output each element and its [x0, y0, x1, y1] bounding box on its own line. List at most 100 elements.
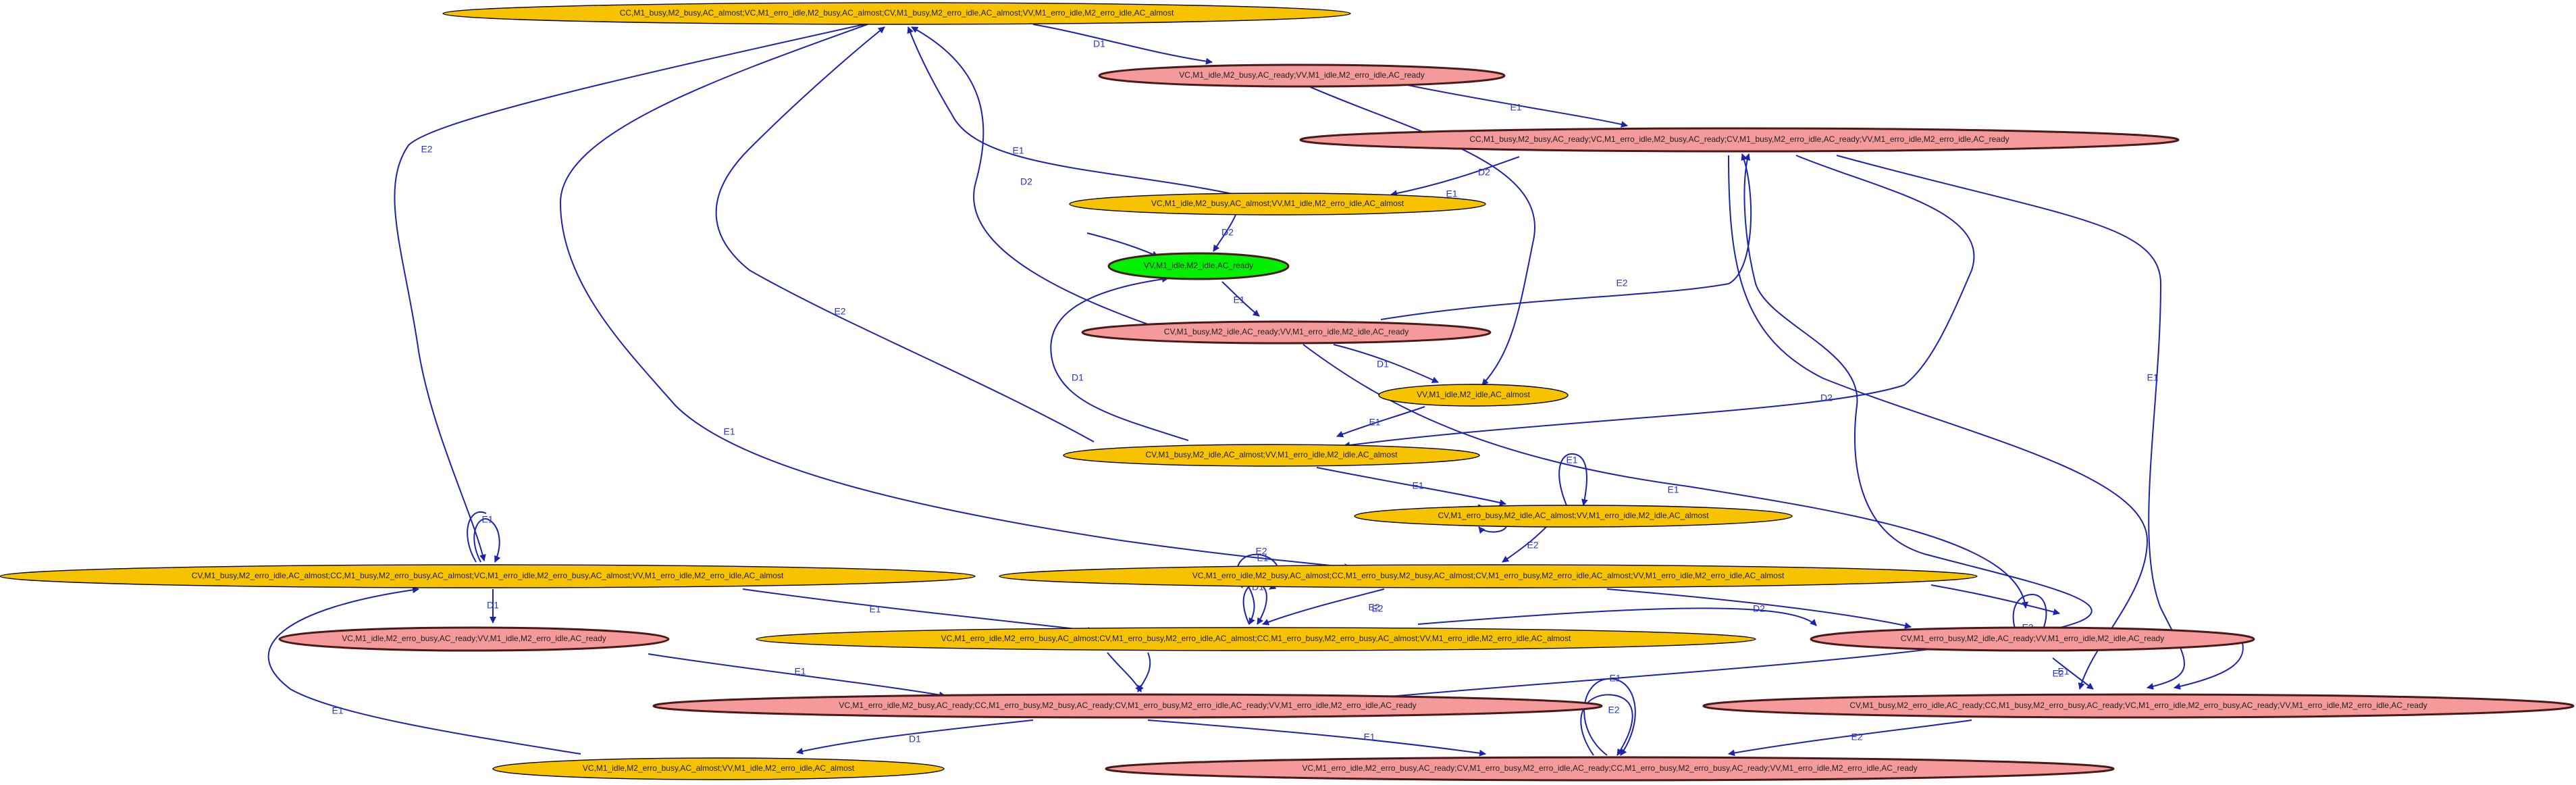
- edge-label: D2: [1478, 167, 1490, 178]
- edge-label: E1: [1369, 417, 1380, 428]
- edge-n10-self: [473, 518, 501, 563]
- edge-label: E2: [1368, 602, 1379, 613]
- edge-n18-self-b: [1580, 694, 1633, 756]
- state-node[interactable]: CV,M1_erro_busy,M2_idle,AC_ready;VV,M1_e…: [1810, 626, 2255, 652]
- edge-n1-n2: [1032, 24, 1213, 65]
- state-node[interactable]: CV,M1_busy,M2_erro_idle,AC_almost;CC,M1_…: [0, 564, 976, 588]
- edge-n8-n5: [1050, 276, 1189, 441]
- state-node[interactable]: CC,M1_busy,M2_busy,AC_almost;VC,M1_erro_…: [442, 2, 1351, 25]
- edge-n8-n1: [715, 26, 1095, 442]
- state-node-shape: [1107, 252, 1290, 280]
- edge-n6-n7: [1333, 344, 1439, 383]
- edge-n9-self: [1558, 453, 1588, 506]
- state-node[interactable]: VV,M1_idle,M2_idle,AC_almost: [1378, 384, 1569, 407]
- state-node-shape: [1081, 320, 1492, 345]
- edges: D1 E1 E2 D2 E1 D2 E1 D2: [267, 24, 2244, 757]
- edge-n3-n8: [1343, 155, 1975, 449]
- edge-label: D1: [1072, 372, 1084, 383]
- state-node[interactable]: VC,M1_erro_idle,M2_erro_busy,AC_almost;C…: [756, 627, 1756, 651]
- state-node[interactable]: CV,M1_busy,M2_idle,AC_ready;VV,M1_erro_i…: [1081, 320, 1492, 345]
- state-node-shape: [492, 757, 945, 780]
- state-node-shape: [442, 2, 1351, 25]
- state-node-label: VC,M1_erro_idle,M2_busy,AC_ready;CC,M1_e…: [839, 701, 1416, 710]
- edge-n2-n3: [1404, 84, 1628, 128]
- state-node-label: VC,M1_erro_idle,M2_busy,AC_almost;CC,M1_…: [1192, 571, 1785, 580]
- edge-label: E2: [1527, 540, 1538, 551]
- state-node-shape: [1299, 127, 2180, 153]
- edge-label: D2: [1020, 176, 1032, 187]
- edge-n16-n3: [1350, 153, 2093, 701]
- edge-n3-n14: [1728, 155, 2149, 690]
- state-node-shape: [652, 693, 1603, 719]
- state-node-shape: [1354, 505, 1793, 528]
- edge-label: D1: [1377, 359, 1389, 370]
- edge-n15-n18: [1728, 719, 1972, 757]
- edge-label: E1: [869, 604, 880, 615]
- state-node-label: VC,M1_idle,M2_busy,AC_almost;VV,M1_idle,…: [1151, 199, 1404, 208]
- edge-label: D1: [1093, 39, 1105, 49]
- initial-arrow: [1086, 232, 1159, 257]
- state-node-shape: [1702, 693, 2575, 719]
- state-node[interactable]: VC,M1_idle,M2_busy,AC_almost;VV,M1_idle,…: [1069, 193, 1486, 216]
- edge-n5-n6: [1221, 281, 1260, 317]
- state-node-shape: [1378, 384, 1569, 407]
- edge-label: D1: [909, 734, 921, 744]
- edge-label: E1: [481, 514, 493, 525]
- state-node-shape: [1105, 756, 2115, 782]
- state-node[interactable]: CV,M1_busy,M2_erro_idle,AC_ready;CC,M1_b…: [1702, 693, 2575, 719]
- state-node-label: VC,M1_idle,M2_erro_busy,AC_almost;VV,M1_…: [583, 763, 855, 773]
- edge-label: E2: [421, 144, 432, 155]
- edge-n12-n16: [648, 653, 946, 699]
- edge-label: E1: [1412, 480, 1423, 491]
- state-node[interactable]: VC,M1_idle,M2_busy,AC_ready;VV,M1_idle,M…: [1098, 64, 1506, 88]
- edge-n6-n1: [911, 26, 1149, 325]
- state-node-label: VV,M1_idle,M2_idle,AC_ready: [1144, 261, 1253, 270]
- edge-n1-n11: [559, 24, 1351, 571]
- edge-label: D2: [1221, 227, 1234, 238]
- edge-n11-n13-b: [1262, 588, 1385, 626]
- edge-n1-n10: [394, 24, 865, 561]
- state-node-label: VC,M1_idle,M2_busy,AC_ready;VV,M1_idle,M…: [1179, 70, 1425, 80]
- state-node[interactable]: VC,M1_idle,M2_erro_busy,AC_almost;VV,M1_…: [492, 757, 945, 780]
- edge-n17-n10: [267, 586, 581, 755]
- state-node-label: CV,M1_busy,M2_erro_idle,AC_ready;CC,M1_b…: [1849, 701, 2427, 710]
- edge-label: E1: [1510, 102, 1521, 113]
- edge-label: E2: [1371, 603, 1383, 614]
- edge-n13-n14: [1930, 584, 2060, 615]
- state-node-label: CV,M1_busy,M2_idle,AC_ready;VV,M1_erro_i…: [1164, 327, 1409, 336]
- edge-label: E2: [2052, 668, 2064, 679]
- state-node-label: VC,M1_idle,M2_erro_busy,AC_ready;VV,M1_i…: [342, 634, 606, 643]
- state-node[interactable]: VC,M1_idle,M2_erro_busy,AC_ready;VV,M1_i…: [278, 626, 670, 652]
- edge-label: E1: [1667, 484, 1679, 495]
- edge-n4-n5: [1213, 214, 1236, 252]
- state-node[interactable]: VC,M1_erro_idle,M2_busy,AC_almost;CC,M1_…: [999, 564, 1978, 588]
- edge-n14-n15: [2052, 657, 2094, 690]
- edge-n18-self: [1583, 678, 1636, 756]
- edge-n13-n14-b: [1417, 607, 1817, 626]
- edge-n13-n16-b: [1137, 652, 1151, 692]
- state-node-shape: [756, 627, 1756, 651]
- edge-n11-n13: [1248, 587, 1255, 625]
- state-node-initial[interactable]: VV,M1_idle,M2_idle,AC_ready: [1107, 252, 1290, 280]
- edge-label: D2: [1820, 392, 1833, 403]
- edge-label: E1: [2147, 372, 2158, 383]
- edge-n16-n17: [796, 719, 1034, 755]
- edge-n14-n15-b: [2174, 640, 2244, 690]
- state-node-shape: [1063, 444, 1480, 467]
- edge-label: E2: [1255, 546, 1267, 557]
- edge-n3-n15: [1836, 155, 2185, 690]
- edge-n14-self: [2012, 593, 2047, 641]
- state-node[interactable]: CV,M1_busy,M2_idle,AC_almost;VV,M1_erro_…: [1063, 444, 1480, 467]
- edge-n3-n7: [1296, 80, 1535, 386]
- state-node[interactable]: VC,M1_erro_idle,M2_busy,AC_ready;CC,M1_e…: [652, 693, 1603, 719]
- state-node[interactable]: VC,M1_erro_idle,M2_erro_busy,AC_ready;CV…: [1105, 756, 2115, 782]
- state-node-shape: [1810, 626, 2255, 652]
- edge-label: E2: [1851, 732, 1862, 742]
- state-node[interactable]: CV,M1_erro_busy,M2_idle,AC_almost;VV,M1_…: [1354, 505, 1793, 528]
- state-node-shape: [999, 564, 1978, 588]
- edge-n6-n3: [1380, 153, 1752, 320]
- state-node[interactable]: CC,M1_busy,M2_busy,AC_ready;VC,M1_erro_i…: [1299, 127, 2180, 153]
